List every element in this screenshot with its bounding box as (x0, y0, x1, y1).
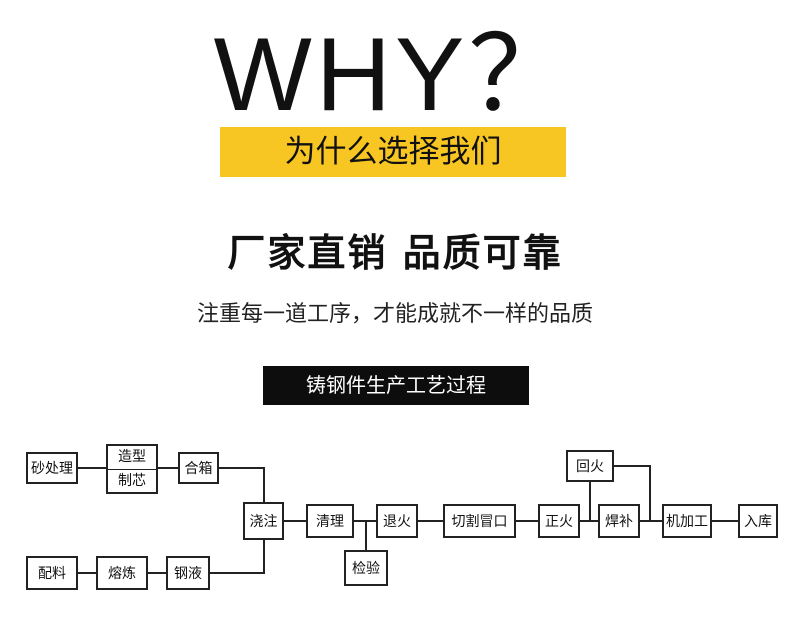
node-cut: 切割冒口 (443, 504, 516, 538)
node-pour: 浇注 (243, 502, 284, 540)
node-inspect: 检验 (344, 550, 388, 586)
node-mold: 造型 制芯 (106, 444, 158, 494)
node-sand: 砂处理 (26, 452, 78, 484)
node-mold-top: 造型 (118, 448, 146, 465)
why-heading: WHY？ (213, 17, 577, 133)
node-weld: 焊补 (598, 504, 640, 538)
node-clean: 清理 (306, 504, 354, 538)
node-box: 合箱 (178, 452, 219, 484)
process-flowchart: 砂处理 造型 制芯 合箱 浇注 清理 退火 切割冒口 正火 焊补 机加工 入库 … (0, 430, 790, 624)
headline: 厂家直销 品质可靠 (227, 231, 563, 275)
node-mold-bottom: 制芯 (108, 468, 156, 493)
node-machine: 机加工 (662, 504, 712, 538)
subline: 注重每一道工序，才能成就不一样的品质 (196, 302, 593, 327)
node-anneal: 退火 (376, 504, 418, 538)
yellow-banner (220, 127, 566, 177)
yellow-banner-label: 为什么选择我们 (284, 134, 502, 170)
node-smelt: 熔炼 (96, 556, 148, 590)
connector-box-pour (219, 467, 265, 502)
section-label: 铸钢件生产工艺过程 (263, 366, 529, 405)
node-steel: 钢液 (166, 556, 210, 590)
node-batch: 配料 (26, 556, 78, 590)
connector-steel-pour (210, 540, 265, 574)
connector-temper-right (614, 465, 651, 521)
node-temper: 回火 (566, 450, 614, 482)
node-normalize: 正火 (538, 504, 580, 538)
node-store: 入库 (738, 504, 778, 538)
